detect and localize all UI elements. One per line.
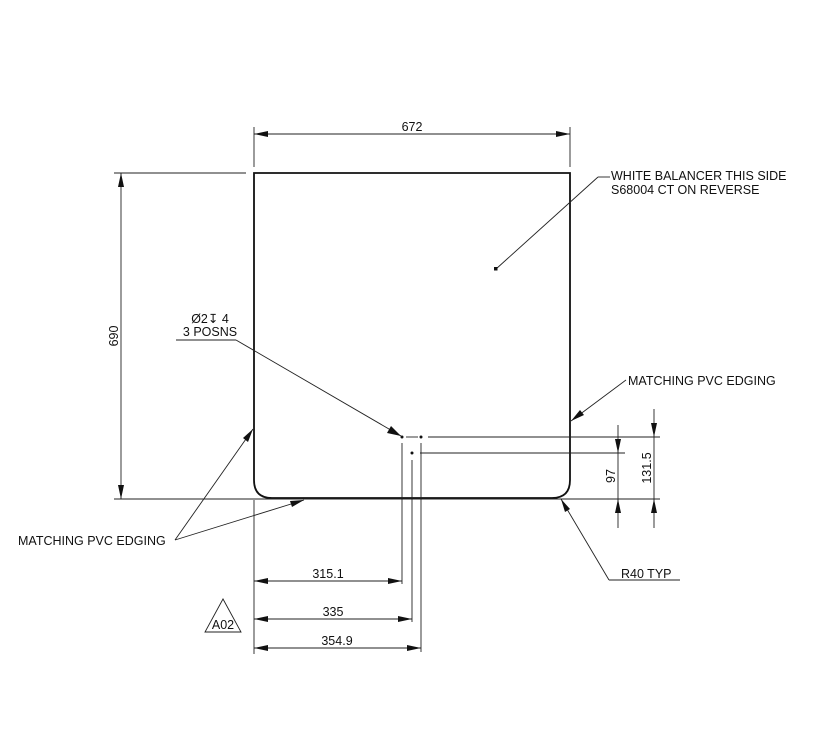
hole-3 [419, 435, 423, 439]
dimension-hole-x-354: 354.9 [254, 634, 421, 651]
balancer-note: WHITE BALANCER THIS SIDE S68004 CT ON RE… [494, 169, 787, 271]
revision-tag-label: A02 [212, 618, 234, 632]
dimension-width-label: 672 [402, 120, 423, 134]
dimension-hole-x-335: 335 [254, 605, 412, 622]
part-outline [253, 172, 571, 499]
revision-tag: A02 [204, 598, 242, 633]
dimension-hole-height-131: 131.5 [640, 409, 657, 528]
dimension-hole-height-97: 97 [604, 425, 621, 528]
hole-markers [400, 435, 660, 652]
radius-note: R40 TYP [560, 498, 680, 581]
edging-right-label: MATCHING PVC EDGING [628, 374, 776, 388]
edging-note-left: MATCHING PVC EDGING [18, 428, 305, 548]
hole-spec-line2: 3 POSNS [183, 325, 237, 339]
edging-note-right: MATCHING PVC EDGING [570, 374, 776, 422]
dimension-335-label: 335 [323, 605, 344, 619]
balancer-note-line1: WHITE BALANCER THIS SIDE [611, 169, 787, 183]
balancer-note-line2: S68004 CT ON REVERSE [611, 183, 759, 197]
edging-left-label: MATCHING PVC EDGING [18, 534, 166, 548]
dimension-97-label: 97 [604, 469, 618, 483]
hole-1 [400, 435, 404, 439]
dimension-overall-width: 672 [253, 120, 571, 167]
dimension-hole-x-315: 315.1 [254, 567, 402, 584]
dimension-131-label: 131.5 [640, 452, 654, 483]
hole-2 [410, 451, 414, 455]
dimension-overall-height: 690 [107, 172, 254, 500]
dimension-354-label: 354.9 [321, 634, 352, 648]
dimension-height-label: 690 [107, 326, 121, 347]
dimension-315-label: 315.1 [312, 567, 343, 581]
hole-spec-line1: Ø2↧ 4 [191, 312, 229, 326]
hole-spec-note: Ø2↧ 4 3 POSNS [176, 312, 402, 437]
radius-label: R40 TYP [621, 567, 672, 581]
